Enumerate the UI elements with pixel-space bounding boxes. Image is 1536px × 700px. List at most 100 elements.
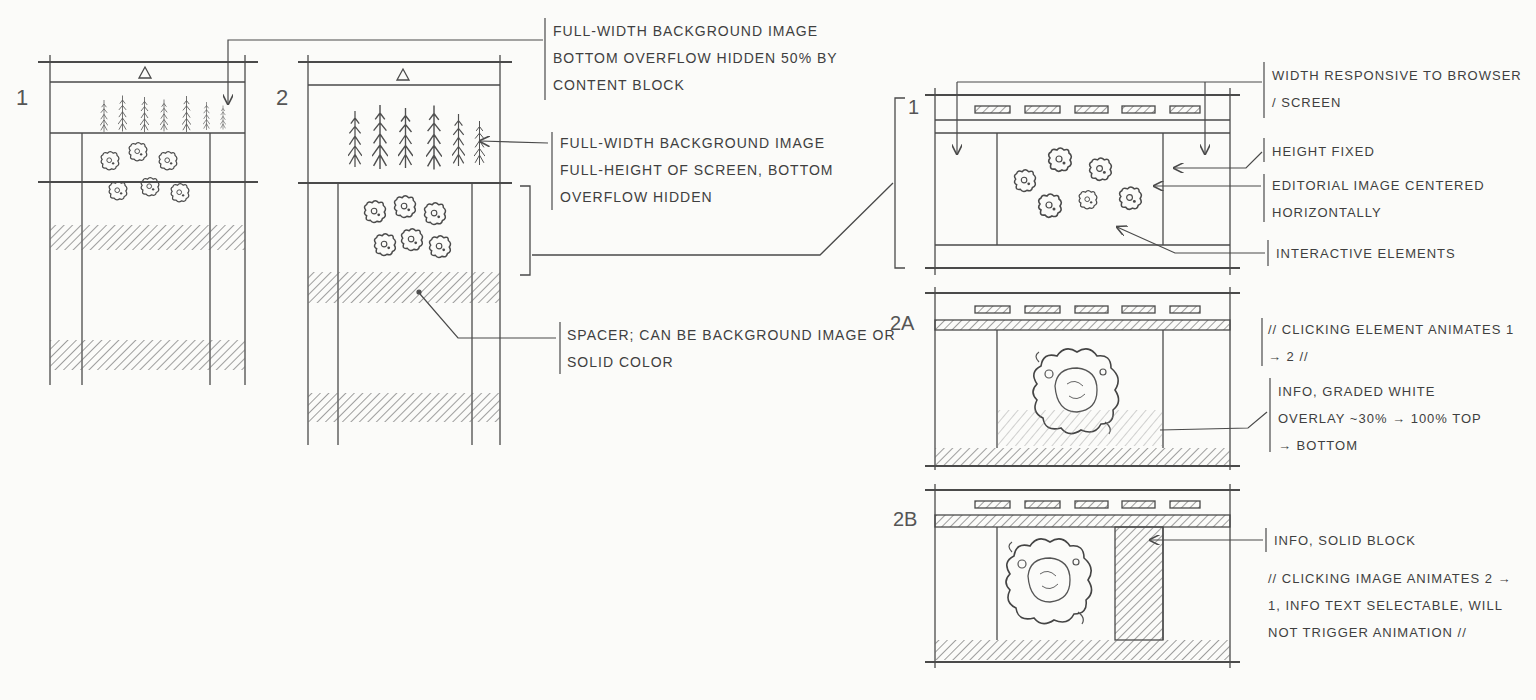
sketch-stroke — [1265, 528, 1266, 552]
sketch-stroke — [935, 448, 1230, 465]
sketch-stroke — [975, 501, 1010, 508]
sketch-stroke — [934, 287, 935, 470]
sketch-stroke — [544, 18, 545, 100]
sketch-stroke — [1204, 82, 1205, 154]
sketch-stroke — [975, 106, 1010, 113]
leader-lines — [1150, 528, 1266, 552]
sketch-stroke — [996, 133, 997, 245]
sketch-stroke — [1122, 501, 1155, 508]
sketch-stroke — [452, 114, 465, 166]
sketch-stroke — [1160, 412, 1267, 430]
annotation-note: SPACER; CAN BE BACKGROUND IMAGE OR SOLID… — [567, 322, 897, 376]
sketch-stroke — [925, 94, 1240, 96]
sketch-stroke — [997, 410, 1163, 446]
sketch-stroke — [141, 178, 159, 196]
sketch-stroke — [395, 196, 416, 218]
sketch-stroke — [1120, 187, 1142, 209]
sketch-stroke — [935, 244, 1230, 245]
callout-number: 2 — [276, 86, 288, 110]
sketch-stroke — [348, 111, 362, 167]
sketch-stroke — [925, 267, 1240, 269]
sketch-stroke — [1170, 306, 1200, 313]
sketch-stroke — [1039, 194, 1062, 217]
annotation-note: HEIGHT FIXED — [1272, 138, 1522, 165]
annotation-note: INTERACTIVE ELEMENTS — [1276, 240, 1526, 267]
sketch-stroke — [1025, 501, 1060, 508]
sketch-stroke — [50, 340, 245, 370]
sketch-stroke — [925, 465, 1240, 467]
annotation-note: // CLICKING ELEMENT ANIMATES 1 → 2 // — [1268, 316, 1518, 370]
wireframe-state-2a — [925, 287, 1240, 470]
sketch-stroke — [1049, 148, 1072, 171]
sketch-stroke — [308, 272, 500, 303]
sketch-stroke — [480, 141, 548, 143]
sketch-stroke — [160, 100, 168, 132]
sketch-stroke — [1122, 106, 1155, 113]
sketch-stroke — [220, 106, 226, 130]
sketch-stroke — [925, 661, 1240, 663]
sketch-stroke — [1162, 133, 1163, 245]
sketch-stroke — [1075, 106, 1108, 113]
sketch-stroke — [935, 132, 1230, 133]
sketch-stroke — [308, 84, 500, 85]
sketch-stroke — [935, 515, 1230, 527]
sketch-stroke — [1122, 306, 1155, 313]
sketch-stroke — [474, 121, 485, 165]
sketch-stroke — [140, 97, 149, 132]
sketch-stroke — [934, 88, 935, 275]
wireframe-one — [38, 55, 258, 385]
callout-number: 2A — [890, 312, 914, 334]
sketch-stroke — [499, 55, 500, 445]
sketch-stroke — [171, 184, 189, 202]
sketch-stroke — [1263, 62, 1264, 118]
critter-group — [1015, 148, 1142, 217]
critter-group — [101, 143, 189, 202]
forest-image — [348, 105, 485, 170]
sketch-stroke — [1170, 106, 1200, 113]
leader-lines — [1160, 318, 1270, 452]
sketch-stroke — [1015, 170, 1036, 192]
sketch-stroke — [1025, 306, 1060, 313]
sketch-stroke — [38, 61, 258, 63]
sketch-stroke — [298, 182, 512, 184]
sketch-stroke — [957, 81, 1262, 82]
sketch-stroke — [1261, 318, 1262, 366]
sketch-stroke — [109, 182, 127, 200]
leader-lines — [228, 18, 560, 374]
sketch-stroke — [430, 236, 451, 258]
sketch-stroke — [925, 292, 1240, 294]
callout-number: 2B — [893, 508, 917, 530]
sketch-stroke — [101, 152, 119, 170]
bracket-link — [520, 98, 905, 275]
sketch-stroke — [1075, 306, 1108, 313]
sketch-stroke — [244, 55, 245, 385]
callout-number: 1 — [908, 96, 919, 118]
sketch-stroke — [365, 201, 386, 223]
sketch-stroke — [551, 132, 552, 210]
sketch-stroke — [426, 106, 442, 170]
wireframe-two — [298, 55, 512, 445]
callout-number: 1 — [16, 86, 28, 110]
annotation-note: FULL-WIDTH BACKGROUND IMAGE BOTTOM OVERF… — [553, 18, 843, 99]
sketch-stroke — [925, 489, 1240, 491]
sketch-stroke — [520, 186, 530, 275]
annotation-note: EDITORIAL IMAGE CENTERED HORIZONTALLY — [1272, 172, 1522, 226]
sketch-stroke — [307, 55, 308, 445]
sketch-stroke — [417, 290, 421, 294]
sketch-stroke — [398, 108, 413, 168]
sketch-stroke — [1170, 501, 1200, 508]
sketch-stroke — [182, 96, 191, 132]
sketch-stroke — [308, 393, 500, 422]
annotation-note: WIDTH RESPONSIVE TO BROWSER / SCREEN — [1272, 62, 1522, 116]
annotation-note: INFO, SOLID BLOCK — [1274, 527, 1524, 554]
sketch-stroke — [559, 322, 560, 374]
sketch-stroke — [118, 96, 127, 132]
sketch-stroke — [1229, 287, 1230, 470]
sketch-stroke — [402, 229, 423, 251]
sketch-stroke — [1174, 152, 1262, 168]
sketch-stroke — [935, 640, 1230, 660]
annotation-note: // CLICKING IMAGE ANIMATES 2 → 1, INFO T… — [1268, 565, 1518, 646]
sketch-stroke — [996, 527, 997, 640]
sketch-stroke — [956, 82, 957, 154]
